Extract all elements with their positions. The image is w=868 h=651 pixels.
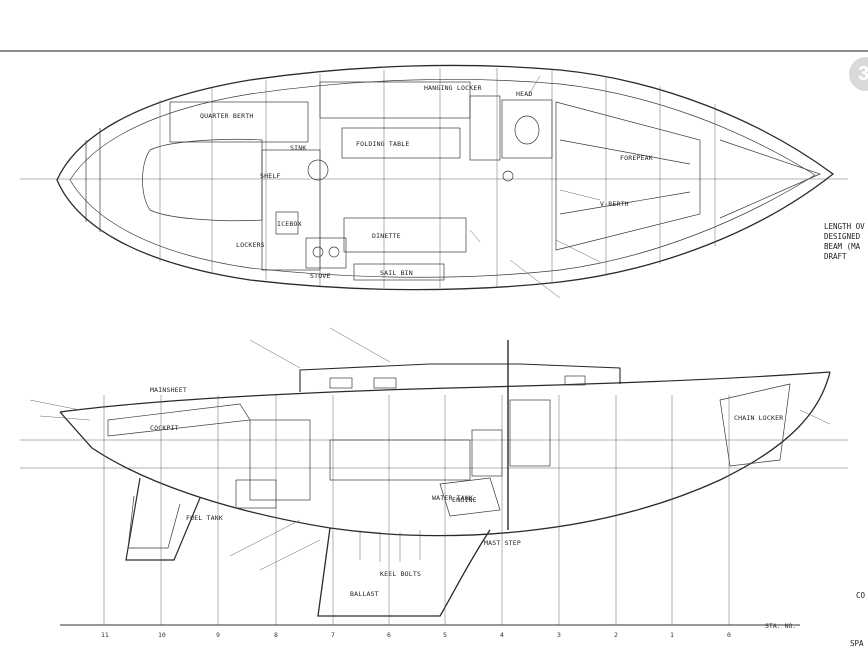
cockpit-label: COCKPIT	[150, 424, 179, 432]
station-axis-label: STA. NO.	[765, 622, 796, 630]
station-7: 7	[331, 631, 335, 639]
dinette	[343, 217, 467, 253]
portlight-1	[329, 377, 353, 389]
skeg	[125, 477, 201, 561]
hanging-locker-label: HANGING LOCKER	[424, 84, 482, 92]
hanging-locker	[469, 95, 501, 161]
cockpit-profile	[107, 403, 251, 437]
station-2: 2	[614, 631, 618, 639]
spec-designed: DESIGNED	[824, 232, 861, 241]
station-3: 3	[557, 631, 561, 639]
mainsheet-label: MAINSHEET	[150, 386, 187, 394]
keel-bolts-label: KEEL BOLTS	[380, 570, 421, 578]
icebox-label: ICEBOX	[277, 220, 302, 228]
shelf-label: SHELF	[260, 172, 281, 180]
station-axis: 11 10 9 8 7 6 5 4 3 2 1 0 STA. NO.	[60, 622, 800, 639]
folding-table	[341, 127, 461, 159]
burner-1	[312, 246, 324, 258]
mast-plan	[502, 170, 514, 182]
spec-draft: DRAFT	[824, 252, 847, 261]
station-4: 4	[500, 631, 504, 639]
fuel-tank	[235, 479, 277, 509]
head	[501, 99, 553, 159]
galley	[261, 149, 321, 271]
bow-pulpit	[719, 139, 821, 219]
keel-bolt-lines	[359, 530, 421, 562]
icebox	[275, 211, 299, 235]
water-tank	[471, 429, 503, 477]
portlight-3	[564, 375, 586, 386]
sail-bin-label: SAIL BIN	[380, 269, 413, 277]
chain-locker-label: CHAIN LOCKER	[734, 414, 783, 422]
station-5: 5	[443, 631, 447, 639]
head-label: HEAD	[516, 90, 532, 98]
burner-2	[328, 246, 340, 258]
station-11: 11	[101, 631, 109, 639]
galley-profile	[249, 419, 311, 501]
rudder	[127, 495, 181, 549]
station-10: 10	[158, 631, 166, 639]
toilet	[514, 115, 540, 145]
plan-view: QUARTER BERTH ICEBOX STOVE SINK SHELF LO…	[20, 64, 848, 299]
head-profile	[509, 399, 551, 467]
spec-length: LENGTH OV	[824, 222, 865, 231]
sail-bin	[353, 263, 445, 281]
portlight-2	[373, 377, 397, 389]
forepeak-label: FOREPEAK	[620, 154, 653, 162]
spec-beam: BEAM (MA	[824, 242, 861, 251]
keel	[317, 527, 491, 617]
cockpit-well	[142, 138, 263, 222]
profile-view: BALLAST MAST STEP WATER TANK ENGINE FUEL…	[20, 327, 848, 625]
station-6: 6	[387, 631, 391, 639]
ballast-label: BALLAST	[350, 590, 379, 598]
engine	[439, 477, 501, 517]
saloon-berth	[329, 439, 471, 481]
station-9: 9	[216, 631, 220, 639]
profile-stations	[103, 395, 730, 625]
station-8: 8	[274, 631, 278, 639]
water-tank-label: WATER TANK	[432, 494, 473, 502]
station-1: 1	[670, 631, 674, 639]
edge-text-co: CO	[856, 591, 866, 600]
profile-hull	[59, 371, 831, 537]
sink-label: SINK	[290, 144, 306, 152]
mast-step-label: MAST STEP	[484, 539, 521, 547]
quarter-berth	[169, 101, 309, 143]
plan-hull-outline	[56, 64, 835, 291]
fuel-tank-label: FUEL TANK	[186, 514, 223, 522]
badge-text: 3	[858, 62, 868, 85]
sink-bowl	[307, 159, 329, 181]
top-band	[0, 0, 868, 50]
spec-block: LENGTH OV DESIGNED BEAM (MA DRAFT	[824, 222, 865, 261]
lockers-label: LOCKERS	[236, 241, 265, 249]
dinette-label: DINETTE	[372, 232, 401, 240]
v-berth	[555, 101, 701, 251]
plan-leaders	[469, 75, 601, 299]
page-number-badge[interactable]: 3	[849, 57, 868, 91]
plan-stations	[159, 68, 716, 288]
v-berth-label: V-BERTH	[600, 200, 629, 208]
quarter-berth-label: QUARTER BERTH	[200, 112, 253, 120]
station-0: 0	[727, 631, 731, 639]
chain-locker	[719, 383, 791, 467]
profile-sheer	[59, 371, 831, 413]
folding-table-label: FOLDING TABLE	[356, 140, 409, 148]
cabin-trunk	[299, 363, 621, 392]
profile-leaders	[29, 327, 831, 571]
stove-label: STOVE	[310, 272, 331, 280]
plan-deck-line	[69, 79, 816, 278]
edge-text-spa: SPA	[850, 639, 864, 648]
engine-label: ENGINE	[452, 496, 477, 504]
stove	[305, 237, 347, 269]
v-berth-cushion	[559, 139, 691, 215]
